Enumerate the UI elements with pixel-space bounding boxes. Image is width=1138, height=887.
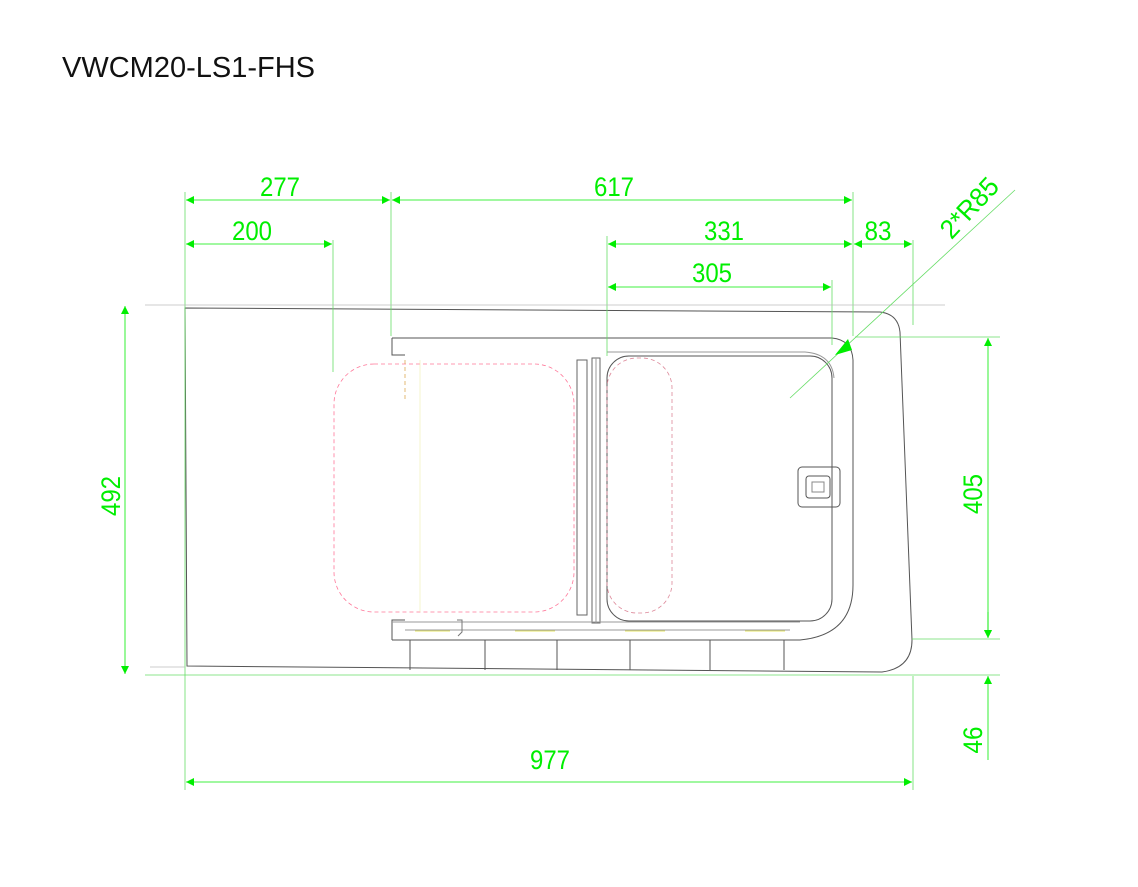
dim-200: 200 — [232, 216, 272, 246]
radius-leader — [789, 189, 1016, 399]
outer-shell — [184, 307, 913, 673]
dim-405: 405 — [958, 474, 988, 514]
part-outline — [184, 307, 913, 673]
right-panel — [606, 355, 833, 622]
handle-body — [797, 466, 841, 508]
dim-492: 492 — [96, 476, 126, 516]
dim-977: 977 — [530, 745, 570, 775]
dim-305: 305 — [692, 258, 732, 288]
dim-46: 46 — [958, 727, 988, 754]
drawing-title: VWCM20-LS1-FHS — [62, 52, 315, 84]
extension-lines — [145, 192, 1000, 790]
dim-277: 277 — [260, 172, 300, 202]
hidden-lines — [333, 357, 673, 614]
dim-radius: 2*R85 — [934, 171, 1005, 244]
dimension-lines — [121, 196, 992, 786]
center-divider-left — [576, 359, 588, 616]
dim-617: 617 — [594, 172, 634, 202]
radius-arrow-head — [835, 339, 852, 355]
inner-frame — [392, 337, 854, 641]
guide-markers — [415, 360, 785, 632]
dim-83: 83 — [865, 216, 892, 246]
inner-frame-top-step — [391, 338, 405, 356]
inner-frame-bottom-step — [391, 619, 405, 640]
latch — [457, 619, 463, 637]
dimension-labels: 277 617 200 331 83 305 977 492 405 46 2*… — [96, 171, 1005, 775]
handle-inner — [805, 475, 831, 499]
dim-331: 331 — [704, 216, 744, 246]
left-panel-hidden — [333, 363, 575, 613]
right-panel-hidden — [606, 357, 673, 614]
right-panel-inner-top — [607, 351, 835, 379]
handle-grip — [811, 481, 825, 493]
